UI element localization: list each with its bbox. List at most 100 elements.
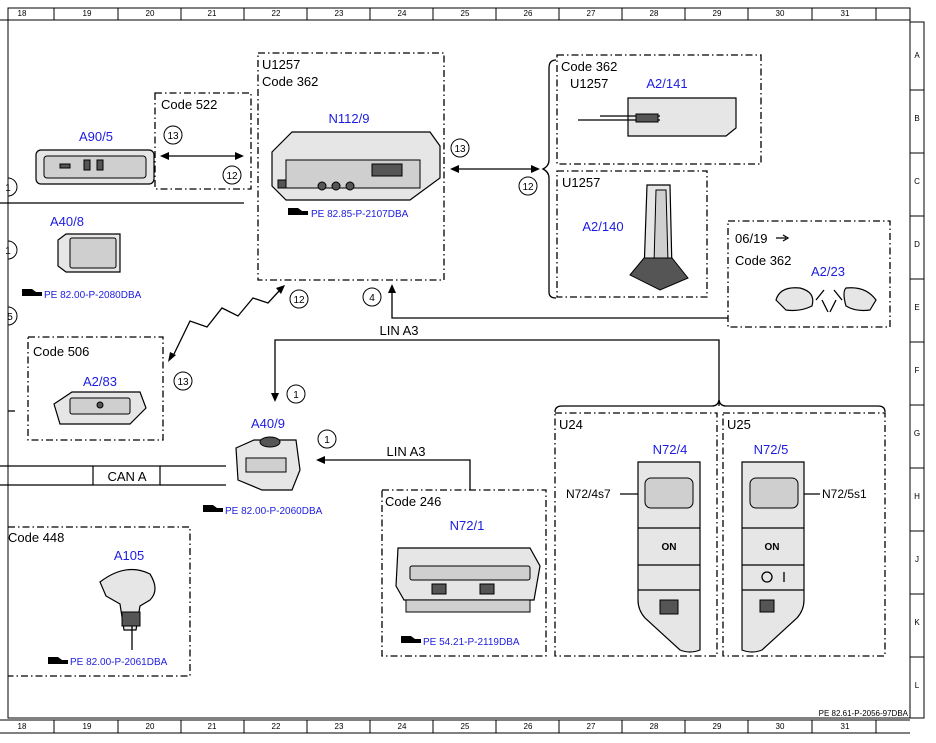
row-label: B [914, 114, 919, 123]
n72-1-illustration [395, 547, 541, 613]
marker-13-c: 13 [173, 371, 193, 391]
box-title-code-506: Code 506 [33, 344, 89, 359]
a90-5-illustration [35, 149, 155, 185]
ref-n112-9[interactable]: PE 82.85-P-2107DBA [288, 208, 409, 220]
pointing-hand-icon [288, 208, 308, 215]
box-title-code-448: Code 448 [8, 530, 64, 545]
a40-8-illustration [57, 233, 121, 273]
marker-12-c: 12 [289, 289, 309, 309]
box-code-448 [8, 526, 191, 677]
col-label: 22 [272, 9, 281, 18]
arrow-right-icon [776, 234, 790, 242]
box-title-code-362-mirror: Code 362 [735, 253, 791, 268]
box-code-522 [154, 92, 252, 190]
marker-12-a: 12 [222, 165, 242, 185]
label-n72-4s7: N72/4s7 [566, 487, 611, 501]
label-n72-5s1: N72/5s1 [822, 487, 867, 501]
n112-9-illustration [271, 131, 441, 201]
svg-text:1: 1 [324, 435, 330, 446]
svg-text:PE 54.21-P-2119DBA: PE 54.21-P-2119DBA [423, 637, 520, 648]
svg-text:12: 12 [293, 295, 305, 306]
bus-lin-a3-mid: LIN A3 [386, 444, 425, 459]
a2-83-illustration [53, 391, 147, 425]
svg-text:1: 1 [5, 246, 11, 257]
ref-a40-9[interactable]: PE 82.00-P-2060DBA [203, 505, 323, 517]
row-label: K [914, 618, 920, 627]
col-label: 25 [461, 9, 470, 18]
row-label: E [914, 303, 919, 312]
marker-partial-2: 1 [5, 240, 18, 260]
a105-illustration [99, 568, 156, 650]
ref-a40-8[interactable]: PE 82.00-P-2080DBA [22, 289, 142, 301]
box-title-code-362-top: Code 362 [561, 59, 617, 74]
box-u1257-right [556, 170, 708, 298]
row-label: H [914, 492, 920, 501]
box-title-u1257-right: U1257 [562, 175, 600, 190]
label-n112-9: N112/9 [329, 111, 370, 126]
col-label: 21 [208, 9, 217, 18]
row-label: F [915, 366, 920, 375]
box-title-u1257-top: U1257 [570, 76, 608, 91]
ref-a105[interactable]: PE 82.00-P-2061DBA [48, 657, 168, 668]
col-label: 30 [776, 9, 785, 18]
svg-text:13: 13 [167, 131, 179, 142]
box-code-506 [27, 336, 164, 441]
box-title-date: 06/19 [735, 231, 768, 246]
col-label: 26 [524, 9, 533, 18]
label-a40-9: A40/9 [251, 416, 285, 431]
box-code-362-top [556, 54, 762, 165]
col-label: 22 [272, 722, 281, 731]
marker-12-b: 12 [518, 176, 538, 196]
marker-1-a: 1 [286, 384, 306, 404]
marker-partial-3: 5 [7, 306, 18, 326]
label-a2-140: A2/140 [582, 219, 623, 234]
box-title-u24: U24 [559, 417, 583, 432]
a2-140-illustration [629, 184, 689, 291]
svg-text:1: 1 [293, 390, 299, 401]
grid-frame [0, 7, 925, 734]
col-label: 19 [83, 722, 92, 731]
pointing-hand-icon [48, 657, 68, 664]
box-code-246 [381, 489, 547, 657]
box-u25 [722, 412, 886, 657]
col-label: 21 [208, 722, 217, 731]
n72-4-illustration: ON [637, 461, 701, 653]
label-a2-23: A2/23 [811, 264, 845, 279]
box-title-code-362-main: Code 362 [262, 74, 318, 89]
marker-13-a: 13 [163, 125, 183, 145]
row-label: D [914, 240, 920, 249]
col-label: 26 [524, 722, 533, 731]
svg-text:12: 12 [522, 182, 534, 193]
col-label: 28 [650, 722, 659, 731]
row-label: A [914, 51, 920, 60]
ref-n72-1[interactable]: PE 54.21-P-2119DBA [401, 636, 520, 648]
on-button-left: ON [662, 542, 677, 553]
col-label: 29 [713, 722, 722, 731]
svg-text:PE 82.85-P-2107DBA: PE 82.85-P-2107DBA [311, 209, 409, 220]
pointing-hand-icon [22, 289, 42, 296]
row-label: C [914, 177, 920, 186]
svg-text:PE 82.00-P-2060DBA: PE 82.00-P-2060DBA [225, 506, 323, 517]
col-label: 20 [146, 9, 155, 18]
svg-text:PE 82.00-P-2080DBA: PE 82.00-P-2080DBA [44, 290, 142, 301]
col-label: 18 [18, 722, 27, 731]
bus-lin-a3-top: LIN A3 [379, 323, 418, 338]
n72-5-illustration: ON [741, 461, 805, 653]
dashed-boxes [8, 52, 891, 677]
marker-13-b: 13 [450, 138, 470, 158]
svg-text:PE 82.00-P-2061DBA: PE 82.00-P-2061DBA [70, 657, 168, 668]
label-a105: A105 [114, 548, 144, 563]
col-label: 28 [650, 9, 659, 18]
on-button-right: ON [765, 542, 780, 553]
label-n72-4: N72/4 [653, 442, 688, 457]
pointing-hand-icon [401, 636, 421, 643]
row-label: L [915, 681, 920, 690]
svg-text:12: 12 [226, 171, 238, 182]
connections [0, 59, 886, 490]
label-a40-8: A40/8 [50, 214, 84, 229]
a2-23-illustration [775, 287, 877, 313]
marker-partial-1: 1 [5, 177, 18, 197]
col-label: 19 [83, 9, 92, 18]
label-n72-1: N72/1 [450, 518, 485, 533]
a2-141-illustration [578, 97, 737, 137]
